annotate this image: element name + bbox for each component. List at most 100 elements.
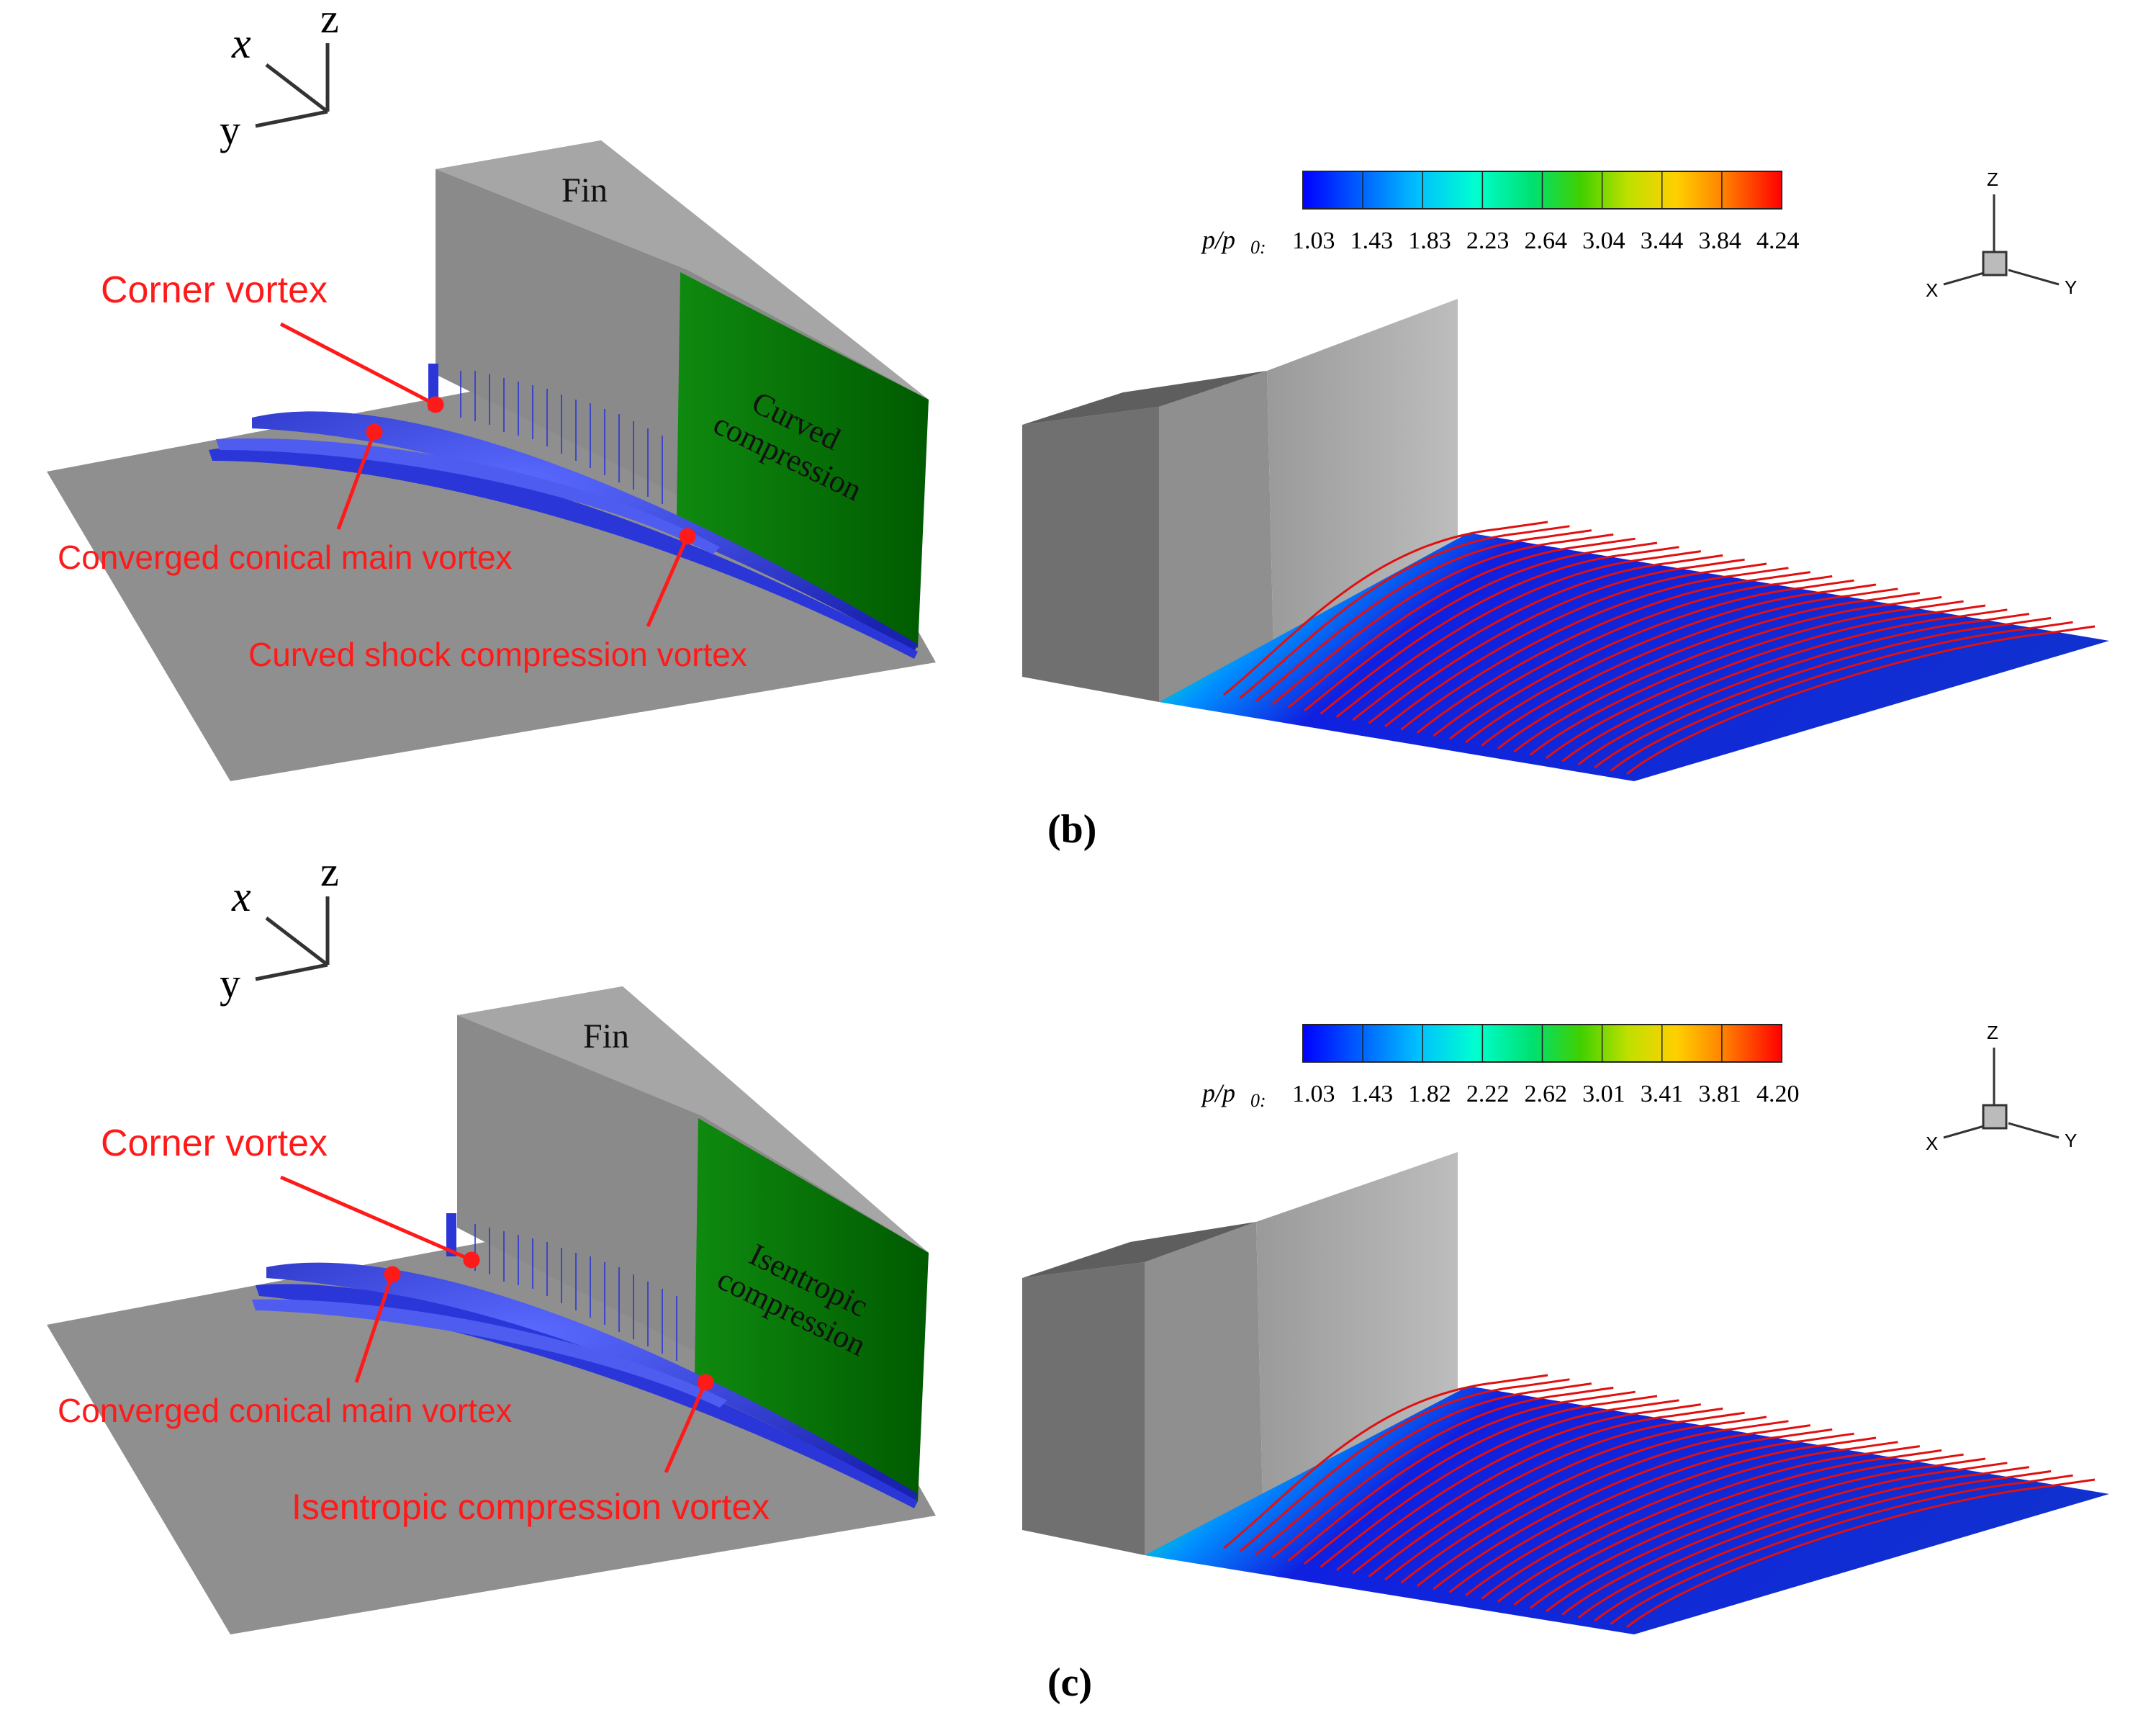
streamline	[1239, 1378, 1570, 1552]
colorbar-variable-sub: 0:	[1250, 237, 1266, 258]
streamline	[1448, 1432, 1854, 1593]
streamline	[1577, 1466, 2030, 1619]
panel-c: z x y Fin Isentropic compression	[47, 848, 2109, 1705]
colorbar-tick-label: 3.81	[1698, 1081, 1741, 1107]
inlet-box-top	[1022, 1222, 1256, 1278]
streamline	[1561, 1462, 2008, 1616]
streamline	[1433, 1428, 1833, 1590]
streamline	[1465, 1436, 1877, 1597]
axis-cube-y: Y	[2065, 1130, 2077, 1151]
streamline	[1368, 558, 1745, 724]
inlet-box-top	[1022, 371, 1267, 425]
streamline	[1255, 529, 1592, 702]
streamline	[1465, 583, 1877, 744]
streamline	[1335, 550, 1702, 718]
colorbar-variable-label: p/p	[1200, 225, 1235, 254]
fin-label: Fin	[583, 1017, 629, 1056]
panel-label: (c)	[1047, 1660, 1092, 1705]
streamline	[1513, 595, 1942, 753]
vortex-tubes	[252, 1213, 918, 1508]
streamline	[1320, 546, 1679, 715]
colorbar-variable-sub: 0:	[1250, 1090, 1266, 1111]
panel-label: (b)	[1047, 807, 1096, 852]
streamline	[1497, 592, 1921, 750]
streamline	[1271, 1386, 1614, 1559]
colorbar-tick-label: 2.23	[1466, 228, 1510, 254]
streamline	[1304, 541, 1658, 712]
streamline	[1610, 621, 2073, 772]
streamline	[1271, 533, 1614, 706]
streamline	[1594, 616, 2052, 769]
streamlines	[1223, 521, 2096, 775]
corner-vortex-label: Corner vortex	[101, 269, 328, 311]
streamline	[1594, 1470, 2052, 1622]
colorbar-tick-label: 3.04	[1582, 228, 1625, 254]
compression-surface	[677, 272, 929, 648]
colorbar-tick-label: 1.03	[1292, 1081, 1335, 1107]
colorbar-tick-label: 1.83	[1408, 228, 1451, 254]
axis-cube	[1943, 194, 2060, 286]
colorbar-tick-label: 1.43	[1350, 1081, 1394, 1107]
streamline	[1561, 608, 2008, 762]
colorbar-tick-label: 1.43	[1350, 228, 1394, 254]
annotation-leaders	[279, 322, 696, 628]
colorbar-variable-label: p/p	[1200, 1079, 1235, 1107]
streamline	[1497, 1445, 1921, 1603]
streamline	[1335, 1403, 1702, 1571]
streamline	[1352, 554, 1723, 721]
fin-right-view	[1256, 1152, 1458, 1534]
fin-top-face	[457, 986, 929, 1253]
fin-root-hatching	[460, 371, 663, 504]
corner-vortex-label: Corner vortex	[101, 1122, 328, 1164]
streamline	[1368, 1411, 1745, 1578]
axis-cube-y: Y	[2065, 276, 2077, 298]
annotation-leaders	[280, 1175, 714, 1474]
streamline	[1416, 571, 1811, 734]
colorbar-tick-label: 2.22	[1466, 1081, 1510, 1107]
axis-cube-z: Z	[1987, 1022, 1998, 1043]
colorbar-tick-label: 2.64	[1525, 228, 1568, 254]
streamline	[1223, 1374, 1548, 1549]
fin-label: Fin	[561, 171, 608, 210]
streamline	[1546, 1457, 1986, 1613]
colorbar-tick-label: 3.01	[1582, 1081, 1625, 1107]
colorbar-tick-label: 4.24	[1756, 228, 1800, 254]
compression-vortex-label: Isentropic compression vortex	[292, 1487, 770, 1527]
floor-contour	[1145, 1386, 2109, 1634]
colorbar-tick-label: 4.20	[1756, 1081, 1800, 1107]
streamline	[1239, 525, 1570, 699]
streamline	[1448, 579, 1854, 740]
streamline	[1481, 1441, 1898, 1600]
streamline	[1433, 575, 1833, 737]
axis-cube-x: X	[1926, 1133, 1938, 1154]
axis-y-label: y	[220, 107, 240, 153]
panel-b: z x y Fin Curved compression	[47, 0, 2109, 852]
axis-z-label: z	[320, 848, 339, 895]
axis-y-label: y	[220, 960, 240, 1007]
axis-triad	[255, 896, 330, 981]
colorbar-tick-label: 1.82	[1408, 1081, 1451, 1107]
axis-x-label: x	[231, 873, 251, 920]
inlet-box-front	[1022, 1262, 1145, 1555]
streamline	[1287, 537, 1636, 708]
colorbar-tick-label: 2.62	[1525, 1081, 1568, 1107]
inlet-box-side	[1159, 371, 1274, 702]
axis-z-label: z	[320, 0, 339, 42]
axis-cube-x: X	[1926, 279, 1938, 301]
colorbar-tick-label: 3.84	[1698, 228, 1741, 254]
axis-triad	[255, 43, 330, 128]
streamline	[1546, 604, 1986, 760]
streamline	[1416, 1424, 1811, 1587]
streamline	[1255, 1382, 1592, 1555]
streamline	[1481, 588, 1898, 747]
inlet-box-front	[1022, 407, 1159, 702]
axis-x-label: x	[231, 19, 251, 67]
streamlines	[1223, 1374, 2096, 1629]
main-vortex-label: Converged conical main vortex	[58, 1392, 513, 1429]
streamline	[1400, 567, 1789, 731]
colorbar-tick-label: 3.44	[1641, 228, 1684, 254]
floor-contour	[1159, 533, 2109, 781]
streamline	[1610, 1474, 2073, 1625]
streamline	[1626, 625, 2096, 775]
